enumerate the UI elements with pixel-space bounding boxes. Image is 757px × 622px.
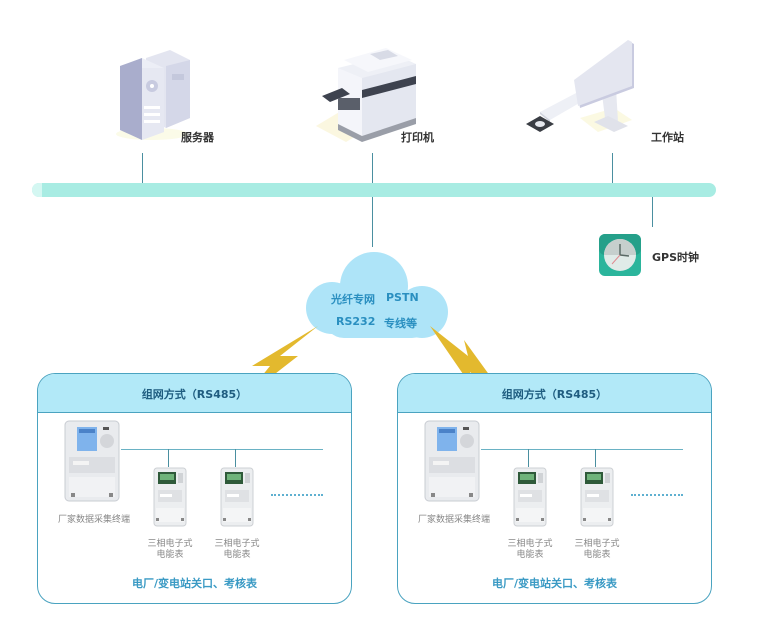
energy-meter-icon — [152, 466, 188, 528]
meter-label-line1: 三相电子式 — [147, 539, 193, 549]
server-label: 服务器 — [181, 131, 214, 144]
data-collector-icon — [423, 419, 481, 503]
data-collector-icon — [63, 419, 121, 503]
energy-meter-icon — [219, 466, 255, 528]
panel-title: 组网方式（RS485） — [141, 388, 248, 401]
continuation-dots — [631, 494, 683, 496]
panel-header: 组网方式（RS485） — [38, 374, 351, 413]
panel-footer: 电厂/变电站关口、考核表 — [491, 577, 618, 590]
network-panel-2: 组网方式（RS485） 电厂/变电站关口、考核表 — [397, 373, 712, 604]
printer-label: 打印机 — [401, 131, 434, 144]
meter-label-line1: 三相电子式 — [214, 539, 260, 549]
meter-connector — [595, 449, 596, 467]
energy-meter-icon — [512, 466, 548, 528]
meter-connector — [168, 449, 169, 467]
meter-label-line2: 电能表 — [516, 550, 544, 560]
meter-label-line1: 三相电子式 — [507, 539, 553, 549]
meter-label: 三相电子式电能表 — [567, 539, 627, 561]
cloud-text-leased-line: 专线等 — [384, 317, 417, 330]
energy-meter-icon — [579, 466, 615, 528]
cloud-icon — [294, 246, 454, 348]
printer-connector — [372, 153, 373, 183]
network-bus-cap — [32, 183, 42, 197]
panel-bus-line — [481, 449, 683, 450]
meter-connector — [235, 449, 236, 467]
meter-label: 三相电子式电能表 — [500, 539, 560, 561]
server-connector — [142, 153, 143, 183]
cloud-text-rs232: RS232 — [336, 315, 376, 328]
cloud-connector — [372, 197, 373, 247]
meter-label: 三相电子式电能表 — [207, 539, 267, 561]
meter-label: 三相电子式电能表 — [140, 539, 200, 561]
workstation-connector — [612, 153, 613, 183]
panel-header: 组网方式（RS485） — [398, 374, 711, 413]
cloud-text-pstn: PSTN — [386, 291, 419, 304]
gps-connector — [652, 197, 653, 227]
collector-label: 厂家数据采集终端 — [418, 515, 491, 525]
panel-bus-line — [121, 449, 323, 450]
panel-title: 组网方式（RS485） — [501, 388, 608, 401]
printer-icon — [316, 38, 420, 142]
network-bus — [32, 183, 716, 197]
meter-label-line2: 电能表 — [223, 550, 251, 560]
cloud-text-fiber: 光纤专网 — [331, 293, 375, 306]
collector-label: 厂家数据采集终端 — [58, 515, 131, 525]
panel-footer: 电厂/变电站关口、考核表 — [131, 577, 258, 590]
workstation-icon — [522, 38, 638, 138]
continuation-dots — [271, 494, 323, 496]
gps-label: GPS时钟 — [652, 251, 700, 264]
meter-label-line2: 电能表 — [583, 550, 611, 560]
meter-connector — [528, 449, 529, 467]
meter-label-line2: 电能表 — [156, 550, 184, 560]
workstation-label: 工作站 — [651, 131, 684, 144]
server-icon — [112, 46, 192, 141]
meter-label-line1: 三相电子式 — [574, 539, 620, 549]
gps-clock-icon — [599, 234, 641, 276]
